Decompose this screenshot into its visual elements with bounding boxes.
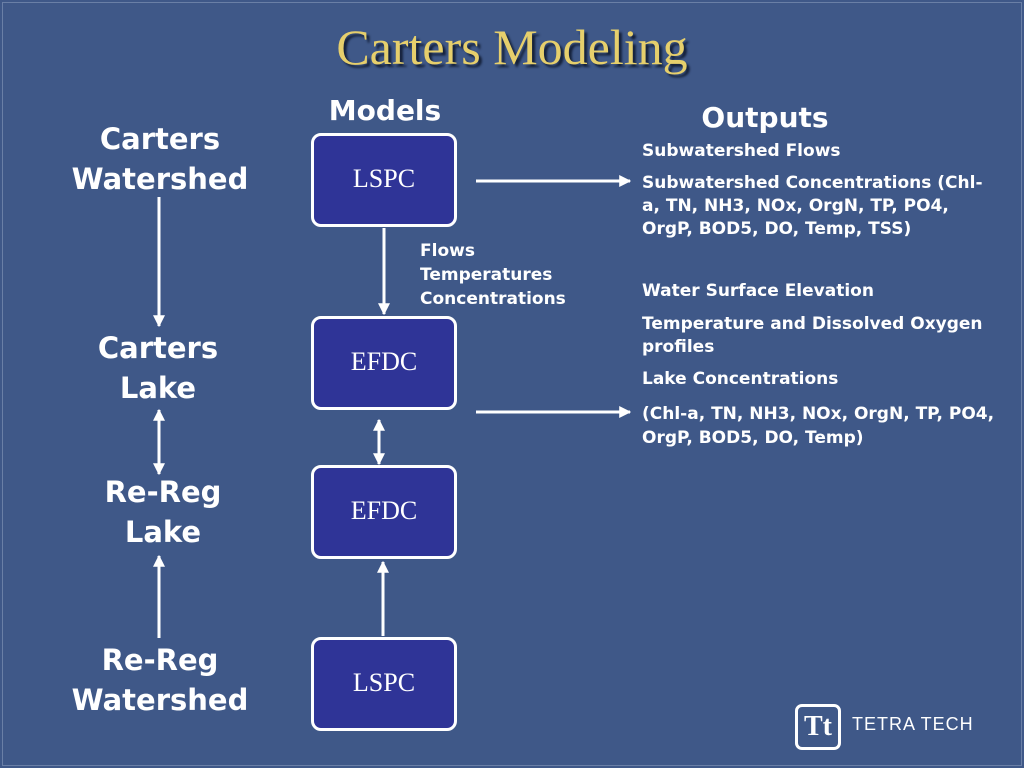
model-label: EFDC [350, 496, 418, 525]
label-carters-lake: Carters Lake [28, 328, 288, 408]
model-label: EFDC [350, 347, 418, 376]
output-water-surface-elevation: Water Surface Elevation [642, 281, 874, 301]
label-line: Watershed [71, 683, 249, 717]
tetra-tech-logo-text: TETRA TECH [852, 714, 974, 734]
flow-label-concentrations: Concentrations [420, 289, 566, 309]
label-carters-watershed: Carters Watershed [30, 119, 290, 199]
flow-label-flows: Flows [420, 241, 475, 261]
label-line: Carters [97, 331, 219, 365]
tetra-tech-logo: Tt TETRA TECH [795, 704, 995, 754]
label-line: Carters [99, 122, 221, 156]
label-line: Watershed [71, 162, 249, 196]
label-line: Re-Reg [101, 643, 219, 677]
label-line: Lake [124, 515, 202, 549]
label-line: Lake [119, 371, 197, 405]
model-label: LSPC [352, 668, 416, 697]
flow-label-temperatures: Temperatures [420, 265, 553, 285]
tetra-tech-logo-icon: Tt [795, 704, 841, 750]
model-label: LSPC [352, 164, 416, 193]
label-line: Re-Reg [104, 475, 222, 509]
output-lake-constituents: (Chl-a, TN, NH3, NOx, OrgN, TP, PO4, Org… [642, 404, 995, 448]
model-box-efdc-carters: EFDC [311, 316, 457, 410]
label-rereg-watershed: Re-Reg Watershed [30, 640, 290, 720]
model-box-efdc-rereg: EFDC [311, 465, 457, 559]
models-heading: Models [328, 94, 442, 127]
output-subwatershed-flows: Subwatershed Flows [642, 141, 841, 161]
model-box-lspc-carters: LSPC [311, 133, 457, 227]
slide-title: Carters Modeling [336, 19, 688, 75]
outputs-heading: Outputs [701, 101, 829, 134]
model-box-lspc-rereg: LSPC [311, 637, 457, 731]
output-temperature-do-profiles: Temperature and Dissolved Oxygen profile… [642, 314, 983, 357]
output-lake-concentrations: Lake Concentrations [642, 369, 839, 389]
label-rereg-lake: Re-Reg Lake [33, 472, 293, 552]
output-subwatershed-concentrations: Subwatershed Concentrations (Chl-a, TN, … [642, 173, 983, 239]
